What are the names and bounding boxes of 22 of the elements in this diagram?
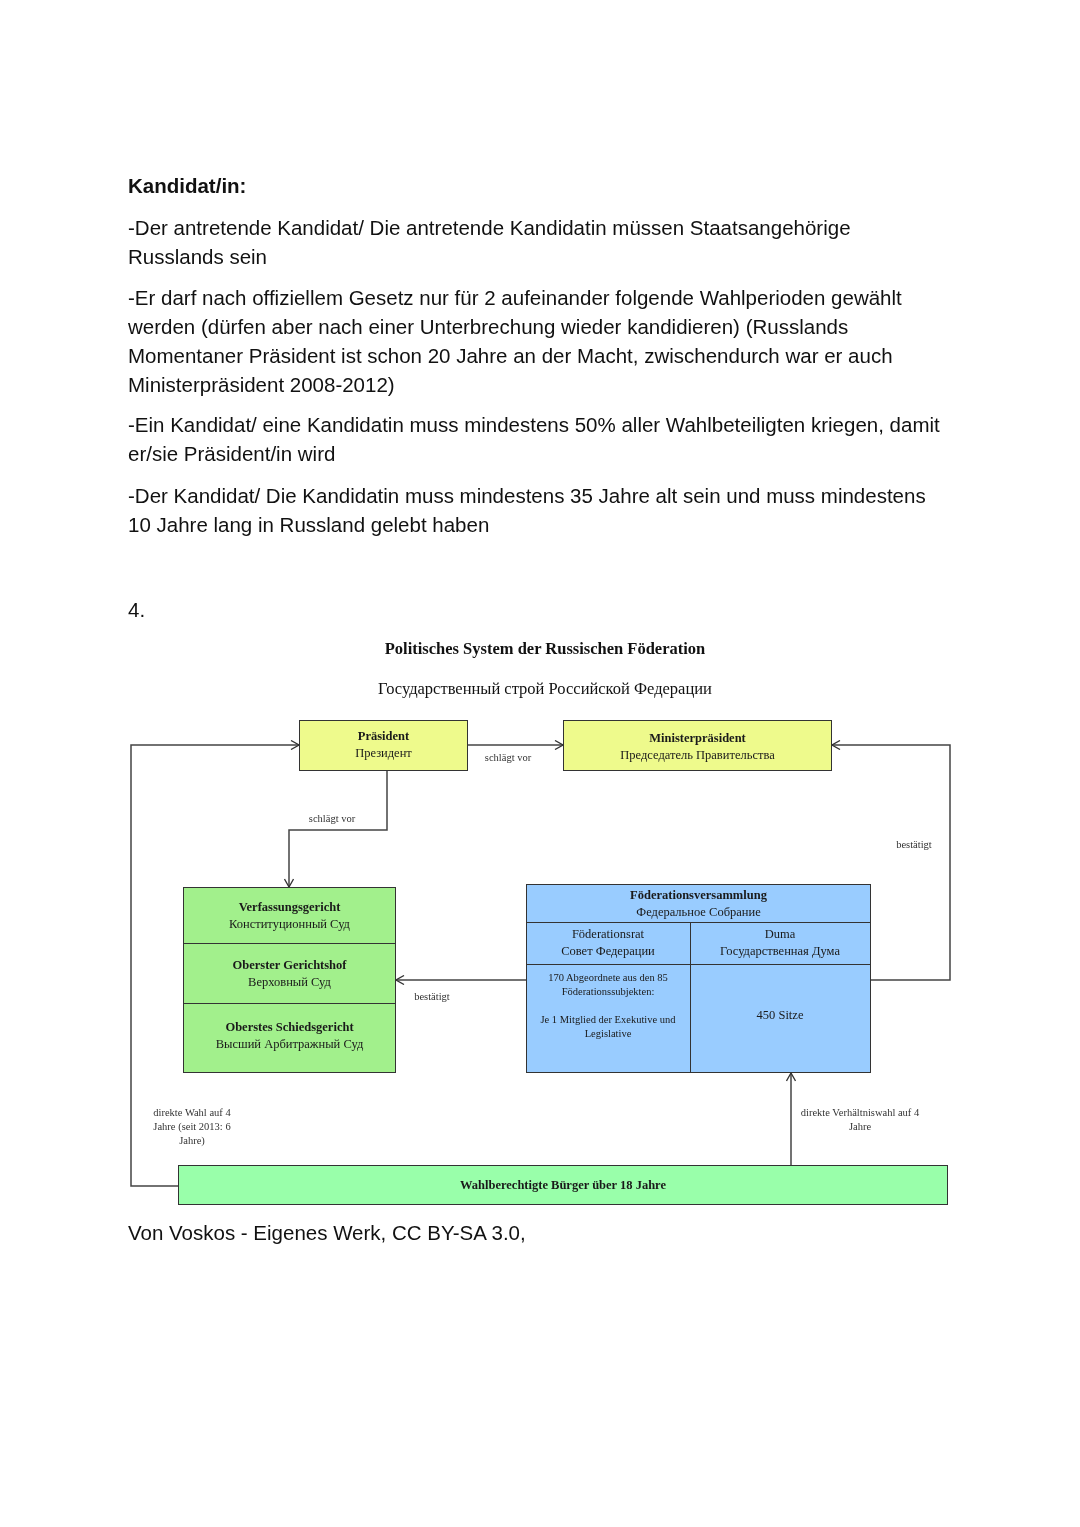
diagram-title: Politisches System der Russischen Föderation (383, 638, 707, 660)
source-credit: Von Voskos - Eigenes Werk, CC BY-SA 3.0, (128, 1220, 527, 1246)
citizens-bar: Wahlberechtigte Bürger über 18 Jahre (178, 1165, 948, 1205)
paragraph: -Der Kandidat/ Die Kandidatin muss mindestens 35 Jahre alt sein und muss mindestens 10 Jahre lang in Russland gelebt haben (128, 483, 927, 538)
arrow (283, 770, 388, 888)
president-box: Präsident Президент (299, 720, 468, 771)
diagram-subtitle: Государственный строй Российской Федерации (377, 677, 713, 700)
assembly-box: Föderationsversammlung Федеральное Собрание Föderationsrat Совет Федерации Duma Государственная Дума 170 Abgeordnete aus den 85 Föderationssubjekten: Je 1 Mitglied der Exekutive und Legislative 450 Sitze (526, 884, 871, 1073)
arrow (831, 739, 951, 981)
prime-minister-box: Ministerpräsident Председатель Правительства (563, 720, 832, 771)
court-box: Oberstes Schiedsgericht Высший Арбитражный Суд (183, 1003, 396, 1073)
arrow (130, 739, 300, 1187)
section-number: 4. (128, 597, 147, 623)
court-box: Verfassungsgericht Конституционный Суд (183, 887, 396, 944)
arrow (395, 974, 527, 986)
arrow (467, 739, 564, 751)
arrow (785, 1072, 797, 1166)
heading: Kandidat/in: (128, 173, 248, 199)
paragraph: -Der antretende Kandidat/ Die antretende Kandidatin müssen Staatsangehörige Russlands sein (128, 215, 852, 270)
paragraph: -Er darf nach offiziellem Gesetz nur für 2 aufeinander folgende Wahlperioden gewählt werden (dürfen aber nach einer Unterbrechung wieder kandidieren) (Russlands Momentaner Präsident ist schon 20 Jahre an der Macht, zwischendurch war er auch Ministerpräsident 2008-2012) (128, 285, 903, 398)
paragraph: -Ein Kandidat/ eine Kandidatin muss mindestens 50% aller Wahlbeteiligten kriegen, damit er/sie Präsident/in wird (128, 412, 941, 467)
court-box: Oberster Gerichtshof Верховный Суд (183, 943, 396, 1004)
